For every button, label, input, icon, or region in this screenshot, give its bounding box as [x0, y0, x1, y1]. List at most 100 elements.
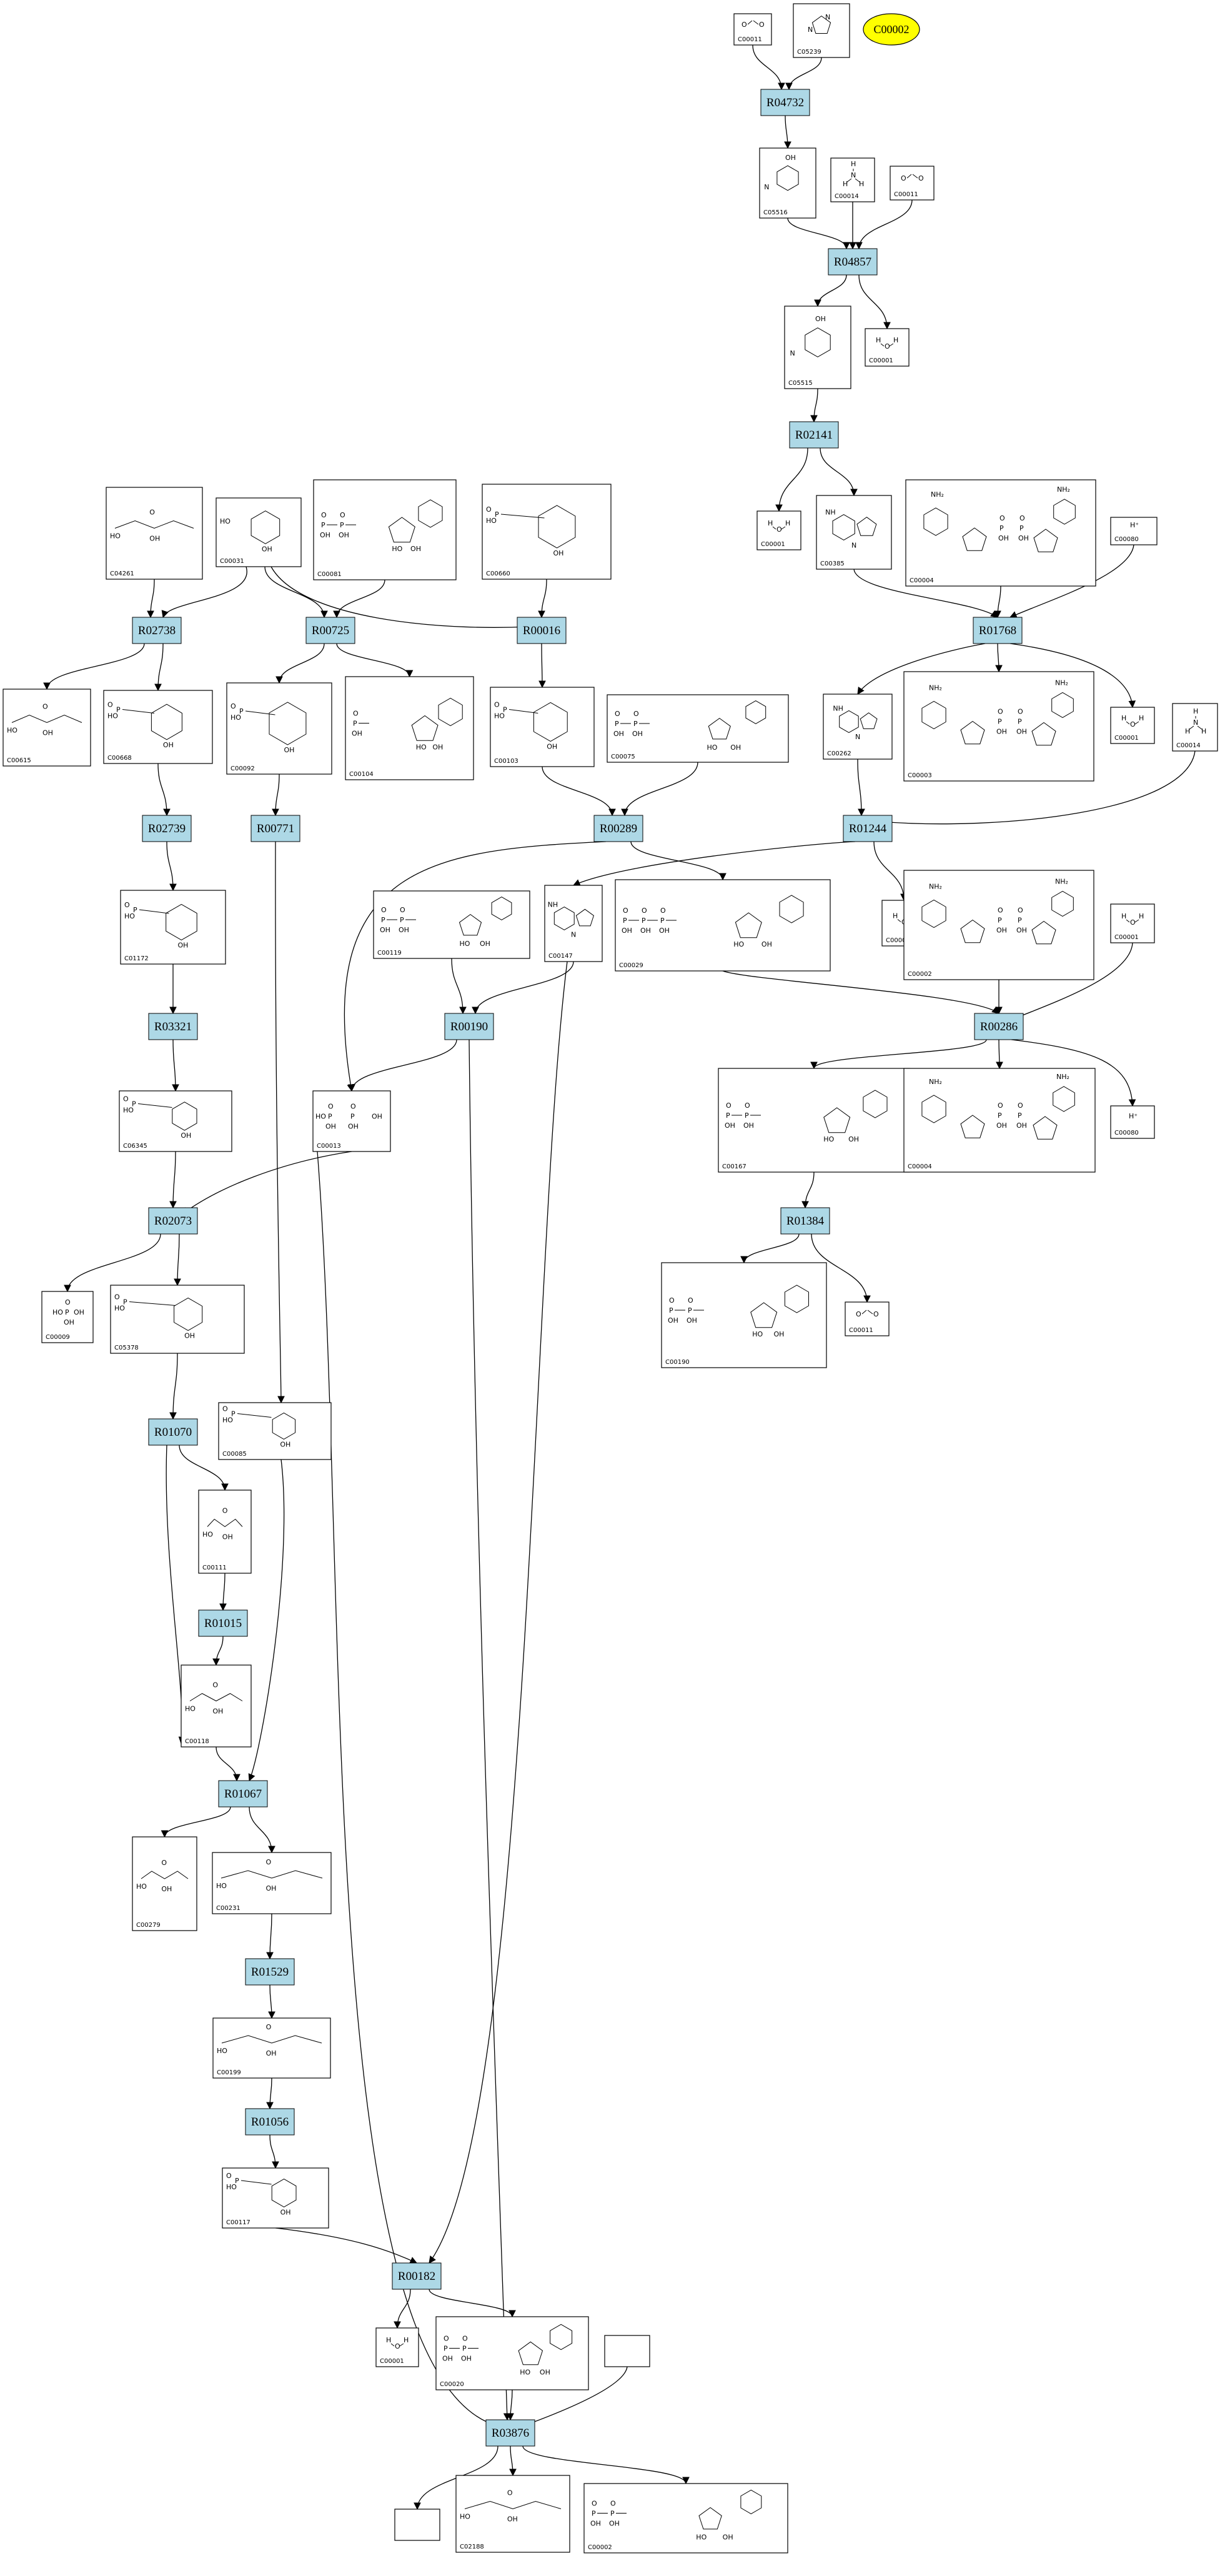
- reaction-box[interactable]: [760, 89, 810, 116]
- compound-box[interactable]: [607, 694, 789, 763]
- compound-box[interactable]: [793, 3, 850, 58]
- reaction-node-r03321[interactable]: R03321: [148, 1013, 198, 1040]
- reaction-node-r00771[interactable]: R00771: [250, 815, 300, 842]
- highlight-node-c00002[interactable]: C00002: [863, 13, 920, 46]
- compound-box[interactable]: [784, 306, 851, 389]
- compound-box[interactable]: [759, 147, 816, 219]
- compound-box[interactable]: [41, 1291, 94, 1343]
- reaction-box[interactable]: [593, 815, 643, 842]
- compound-box[interactable]: [903, 671, 1094, 782]
- compound-box[interactable]: [373, 890, 530, 959]
- reaction-box[interactable]: [973, 617, 1023, 644]
- compound-box[interactable]: [903, 1068, 1096, 1173]
- reaction-box[interactable]: [305, 617, 355, 644]
- compound-box[interactable]: [816, 495, 892, 570]
- compound-box[interactable]: [583, 2483, 788, 2554]
- reaction-node-r02073[interactable]: R02073: [148, 1207, 198, 1235]
- compound-box[interactable]: [756, 510, 801, 550]
- compound-box[interactable]: [375, 2327, 419, 2367]
- compound-box[interactable]: [226, 682, 332, 775]
- compound-box[interactable]: [212, 1852, 332, 1914]
- compound-box[interactable]: [1110, 1105, 1155, 1139]
- compound-node-c00080[interactable]: H⁺C00080: [1110, 1105, 1155, 1139]
- reaction-node-r00016[interactable]: R00016: [517, 617, 567, 644]
- compound-box[interactable]: [106, 487, 203, 580]
- reaction-node-r01529[interactable]: R01529: [245, 1958, 295, 1986]
- compound-box[interactable]: [1110, 517, 1158, 545]
- reaction-node-r02141[interactable]: R02141: [789, 421, 839, 449]
- reaction-box[interactable]: [148, 1207, 198, 1235]
- reaction-node-r01056[interactable]: R01056: [245, 2108, 295, 2136]
- reaction-node-r04857[interactable]: R04857: [828, 248, 878, 276]
- reaction-box[interactable]: [789, 421, 839, 449]
- reaction-box[interactable]: [444, 1013, 494, 1040]
- reaction-node-r00286[interactable]: R00286: [974, 1013, 1024, 1040]
- compound-box[interactable]: [1172, 703, 1218, 752]
- reaction-box[interactable]: [392, 2262, 442, 2290]
- reaction-box[interactable]: [142, 815, 192, 842]
- reaction-node-r00725[interactable]: R00725: [305, 617, 355, 644]
- reaction-node-r03876[interactable]: R03876: [485, 2419, 535, 2447]
- compound-box[interactable]: [181, 1664, 252, 1748]
- compound-box[interactable]: [1110, 903, 1155, 943]
- reaction-box[interactable]: [843, 815, 893, 842]
- reaction-box[interactable]: [148, 1418, 198, 1446]
- compound-box[interactable]: [544, 885, 603, 962]
- compound-box[interactable]: [615, 879, 831, 972]
- compound-box[interactable]: [394, 2509, 440, 2541]
- reaction-box[interactable]: [485, 2419, 535, 2447]
- compound-box[interactable]: [890, 166, 935, 201]
- compound-box[interactable]: [110, 1285, 245, 1354]
- compound-box[interactable]: [490, 687, 595, 767]
- compound-box[interactable]: [345, 676, 474, 780]
- compound-box[interactable]: [222, 2167, 329, 2229]
- compound-box[interactable]: [830, 157, 875, 202]
- reaction-box[interactable]: [250, 815, 300, 842]
- reaction-box[interactable]: [517, 617, 567, 644]
- reaction-box[interactable]: [132, 617, 182, 644]
- compound-box[interactable]: [2, 689, 91, 767]
- highlight-ellipse[interactable]: [863, 13, 920, 46]
- reaction-node-r00190[interactable]: R00190: [444, 1013, 494, 1040]
- reaction-box[interactable]: [974, 1013, 1024, 1040]
- compound-node-c00080[interactable]: H⁺C00080: [1110, 517, 1158, 545]
- reaction-node-r00182[interactable]: R00182: [392, 2262, 442, 2290]
- compound-box[interactable]: [482, 484, 612, 580]
- compound-box[interactable]: [103, 690, 213, 764]
- compound-box[interactable]: [903, 870, 1094, 980]
- reaction-node-r02738[interactable]: R02738: [132, 617, 182, 644]
- reaction-node-r01015[interactable]: R01015: [198, 1609, 248, 1637]
- compound-box[interactable]: [212, 2017, 331, 2079]
